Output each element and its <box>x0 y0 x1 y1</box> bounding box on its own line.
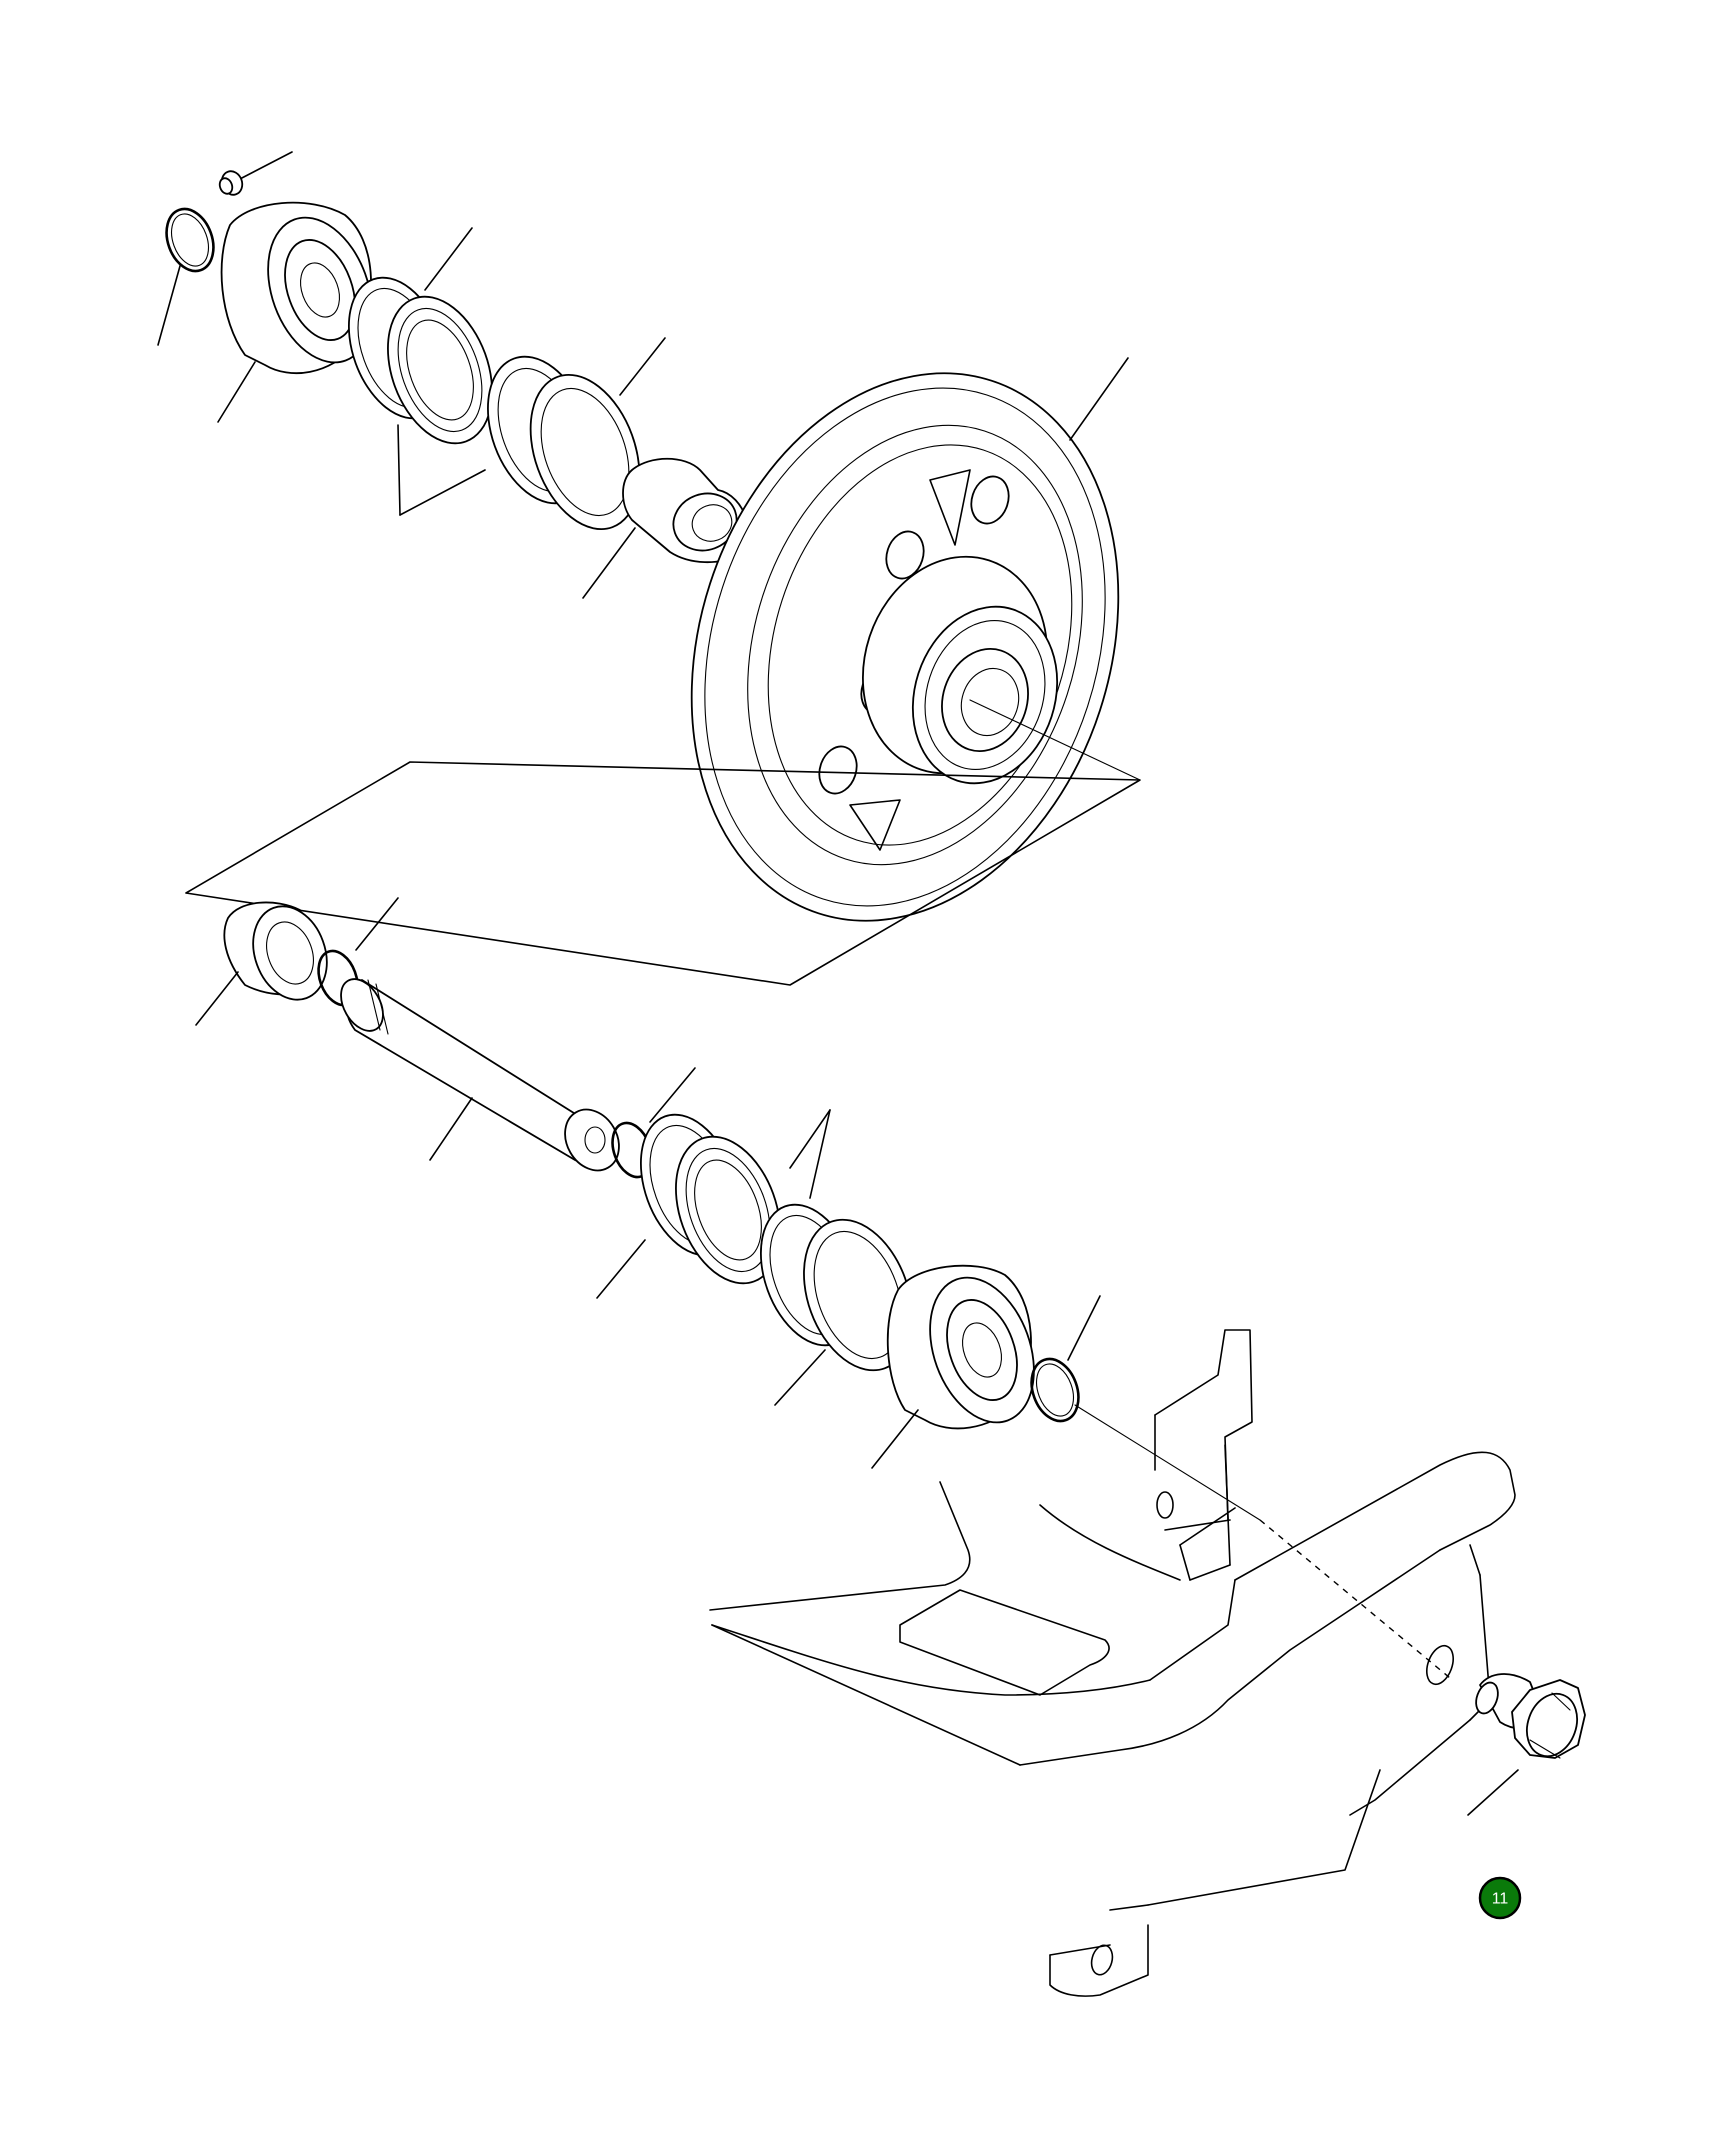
bearing-top[interactable] <box>217 201 391 423</box>
seal-group-leader <box>397 424 486 516</box>
seal-ring-bottom-b[interactable] <box>657 1122 799 1298</box>
assembly-axis-line <box>1074 1404 1261 1521</box>
seal-ring-bottom-d[interactable] <box>774 1205 932 1406</box>
callout-badge-label: 11 <box>1492 1891 1509 1908</box>
callout-badge[interactable]: 11 <box>1478 1876 1522 1920</box>
pin-part[interactable] <box>218 151 293 198</box>
flange-bolt[interactable] <box>1467 1673 1586 1816</box>
snap-ring-bottom[interactable] <box>1023 1295 1101 1428</box>
idler-wheel[interactable] <box>624 317 1187 976</box>
seal-ring-top-d[interactable] <box>511 337 666 544</box>
track-frame <box>709 1329 1516 1997</box>
bushing-top[interactable] <box>582 457 750 599</box>
assembly-bracket-outline <box>185 699 1141 986</box>
callout-badge-circle <box>1478 1876 1522 1920</box>
bearing-bottom[interactable] <box>871 1263 1053 1469</box>
shaft[interactable] <box>332 972 629 1180</box>
seal-ring-top-b[interactable] <box>369 282 511 458</box>
bushing-bottom[interactable] <box>195 896 339 1026</box>
seal-group-leader-bottom <box>789 1109 831 1199</box>
snap-ring-top[interactable] <box>157 202 222 346</box>
